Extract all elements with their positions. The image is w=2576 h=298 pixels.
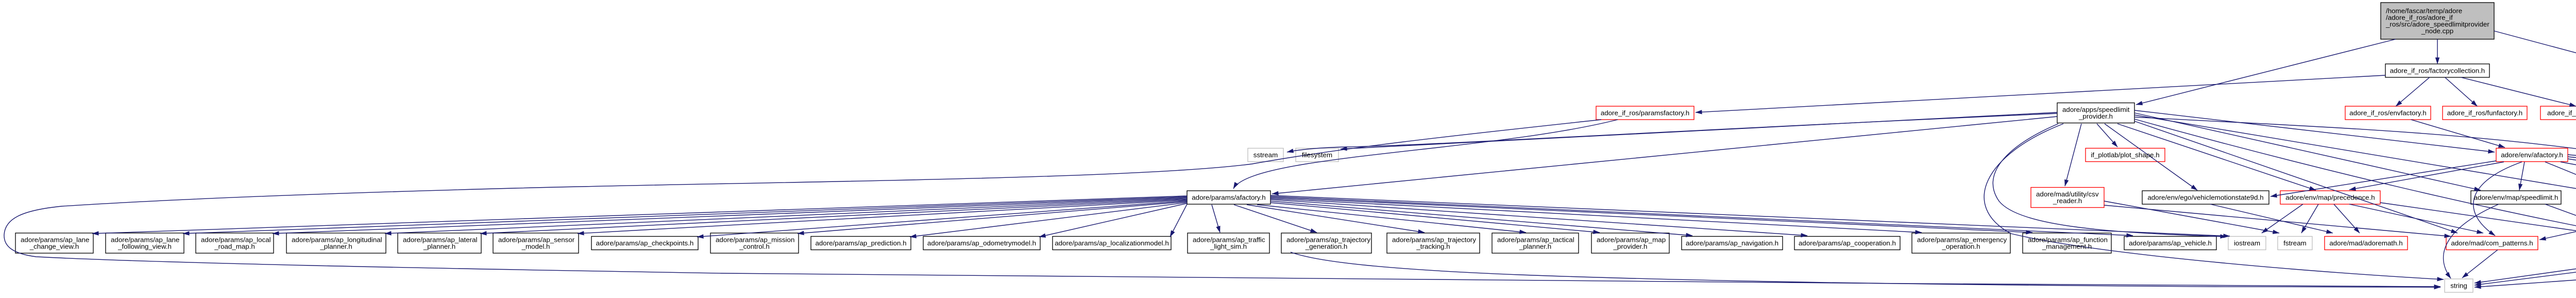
svg-text:_light_sim.h: _light_sim.h <box>1210 243 1247 251</box>
svg-text:adore/params/ap_odometrymodel.: adore/params/ap_odometrymodel.h <box>927 239 1036 247</box>
svg-text:adore/params/ap_lane: adore/params/ap_lane <box>111 236 179 244</box>
svg-text:adore/mad/utility/csv: adore/mad/utility/csv <box>2036 190 2099 198</box>
svg-text:adore/params/ap_map: adore/params/ap_map <box>1597 236 1666 244</box>
svg-text:adore/params/ap_emergency: adore/params/ap_emergency <box>1917 236 2007 244</box>
svg-text:adore/params/ap_sensor: adore/params/ap_sensor <box>498 236 575 244</box>
svg-text:fstream: fstream <box>2283 239 2306 247</box>
svg-text:adore_if_ros/factorycollection: adore_if_ros/factorycollection.h <box>2390 67 2485 75</box>
svg-text:adore/params/ap_navigation.h: adore/params/ap_navigation.h <box>1686 239 1778 247</box>
svg-text:/adore_if_ros/adore_if: /adore_if_ros/adore_if <box>2386 14 2453 22</box>
svg-text:_operation.h: _operation.h <box>1941 243 1980 251</box>
svg-text:_road_map.h: _road_map.h <box>214 243 255 251</box>
svg-text:adore/apps/speedlimit: adore/apps/speedlimit <box>2062 106 2130 113</box>
svg-text:adore/params/ap_function: adore/params/ap_function <box>2028 236 2108 244</box>
svg-text:adore_if_ros/simfactory.h: adore_if_ros/simfactory.h <box>2547 109 2576 117</box>
svg-text:adore/params/ap_trajectory: adore/params/ap_trajectory <box>1392 236 1476 244</box>
svg-text:adore/params/ap_checkpoints.h: adore/params/ap_checkpoints.h <box>596 239 694 247</box>
svg-text:_planner.h: _planner.h <box>1519 243 1551 251</box>
svg-text:adore/env/afactory.h: adore/env/afactory.h <box>2501 151 2563 159</box>
svg-text:_planner.h: _planner.h <box>423 243 455 251</box>
svg-text:adore_if_ros/envfactory.h: adore_if_ros/envfactory.h <box>2349 109 2426 117</box>
svg-text:adore/params/ap_prediction.h: adore/params/ap_prediction.h <box>815 239 906 247</box>
svg-text:adore/params/ap_trajectory: adore/params/ap_trajectory <box>1286 236 1370 244</box>
svg-text:_ros/src/adore_speedlimitprovi: _ros/src/adore_speedlimitprovider <box>2385 21 2489 28</box>
svg-text:adore/env/map/precedence.h: adore/env/map/precedence.h <box>2285 194 2375 202</box>
svg-text:adore/params/ap_vehicle.h: adore/params/ap_vehicle.h <box>2129 239 2212 247</box>
svg-text:string: string <box>2450 282 2467 290</box>
svg-text:adore/params/ap_longitudinal: adore/params/ap_longitudinal <box>292 236 382 244</box>
svg-text:_control.h: _control.h <box>739 243 770 251</box>
svg-text:adore/mad/adoremath.h: adore/mad/adoremath.h <box>2329 239 2402 247</box>
svg-text:adore_if_ros/funfactory.h: adore_if_ros/funfactory.h <box>2447 109 2522 117</box>
svg-text:adore/params/ap_cooperation.h: adore/params/ap_cooperation.h <box>1799 239 1896 247</box>
svg-text:adore/env/ego/vehiclemotionsta: adore/env/ego/vehiclemotionstate9d.h <box>2147 194 2263 202</box>
svg-text:if_plotlab/plot_shape.h: if_plotlab/plot_shape.h <box>2091 151 2159 159</box>
svg-text:_node.cpp: _node.cpp <box>2421 27 2453 35</box>
svg-text:iostream: iostream <box>2234 239 2260 247</box>
svg-text:_provider.h: _provider.h <box>2078 112 2113 120</box>
svg-text:_generation.h: _generation.h <box>1305 243 1348 251</box>
svg-text:adore/params/ap_lane: adore/params/ap_lane <box>21 236 89 244</box>
svg-text:_reader.h: _reader.h <box>2053 197 2082 205</box>
svg-text:filesystem: filesystem <box>1302 151 1332 159</box>
svg-text:_management.h: _management.h <box>2042 243 2092 251</box>
svg-text:_planner.h: _planner.h <box>319 243 352 251</box>
svg-text:_following_view.h: _following_view.h <box>117 243 172 251</box>
svg-text:adore/params/ap_tactical: adore/params/ap_tactical <box>1497 236 1574 244</box>
svg-text:adore/params/ap_localizationmo: adore/params/ap_localizationmodel.h <box>1055 239 1169 247</box>
svg-text:_tracking.h: _tracking.h <box>1416 243 1450 251</box>
svg-text:_model.h: _model.h <box>521 243 550 251</box>
svg-text:_change_view.h: _change_view.h <box>29 243 79 251</box>
svg-text:adore/params/ap_lateral: adore/params/ap_lateral <box>403 236 478 244</box>
svg-text:adore/params/afactory.h: adore/params/afactory.h <box>1192 194 1265 202</box>
svg-text:adore/params/ap_traffic: adore/params/ap_traffic <box>1193 236 1265 244</box>
svg-text:adore/params/ap_local: adore/params/ap_local <box>201 236 271 244</box>
svg-text:_provider.h: _provider.h <box>1613 243 1648 251</box>
svg-text:sstream: sstream <box>1253 151 1278 159</box>
svg-text:adore_if_ros/paramsfactory.h: adore_if_ros/paramsfactory.h <box>1601 109 1689 117</box>
svg-text:/home/fascar/temp/adore: /home/fascar/temp/adore <box>2386 7 2462 15</box>
svg-text:adore/params/ap_mission: adore/params/ap_mission <box>716 236 794 244</box>
svg-text:adore/mad/com_patterns.h: adore/mad/com_patterns.h <box>2451 239 2533 247</box>
svg-text:adore/env/map/speedlimit.h: adore/env/map/speedlimit.h <box>2474 194 2558 202</box>
